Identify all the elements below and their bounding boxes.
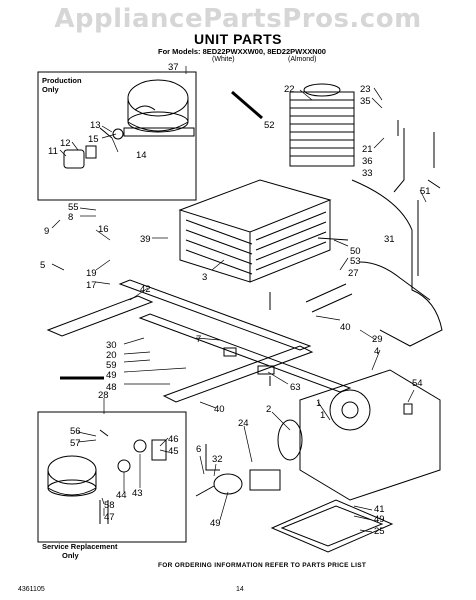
callout-49b: 49 (374, 514, 385, 525)
watermark-text: AppliancePartsPros.com (54, 4, 422, 34)
callout-36: 36 (362, 156, 373, 167)
service-replacement-label-line1: Service Replacement (42, 542, 118, 551)
callout-25: 25 (374, 526, 385, 537)
condenser-illustration (289, 83, 355, 167)
base-frame-illustration (46, 279, 352, 403)
callout-31: 31 (384, 234, 395, 245)
callout-3: 3 (202, 272, 207, 283)
callout-59: 59 (106, 360, 117, 371)
callout-35: 35 (360, 96, 371, 107)
callout-46: 46 (168, 434, 179, 445)
callout-13: 13 (90, 120, 101, 131)
service-compressor-illustration (47, 455, 109, 524)
callout-6: 6 (196, 444, 201, 455)
callout-43: 43 (132, 488, 143, 499)
callout-23: 23 (360, 84, 371, 95)
callout-48: 48 (106, 382, 117, 393)
callout-27: 27 (348, 268, 359, 279)
production-only-label-line1: Production (42, 76, 82, 85)
callout-2: 2 (266, 404, 271, 415)
callout-41: 41 (374, 504, 385, 515)
callout-17: 17 (86, 280, 97, 291)
callout-49: 49 (106, 370, 117, 381)
callout-40b: 40 (214, 404, 225, 415)
callout-4: 4 (374, 346, 379, 357)
callout-55: 55 (68, 202, 79, 213)
callout-1: 1 (316, 398, 321, 409)
callout-54: 54 (412, 378, 423, 389)
fan-motor-assembly-illustration (195, 369, 441, 501)
variant-almond: (Almond) (288, 56, 317, 63)
callout-19: 19 (86, 268, 97, 279)
callout-32: 32 (212, 454, 223, 465)
callout-15: 15 (88, 134, 99, 145)
callout-21: 21 (362, 144, 373, 155)
callout-58: 58 (104, 500, 115, 511)
callout-9: 9 (44, 226, 49, 237)
callout-37: 37 (168, 62, 179, 73)
callout-29: 29 (372, 334, 383, 345)
callout-47: 47 (104, 512, 115, 523)
page-number: 14 (236, 586, 244, 593)
callout-33: 33 (362, 168, 373, 179)
callout-44: 44 (116, 490, 127, 501)
callout-11: 11 (48, 146, 58, 157)
ordering-info-note: FOR ORDERING INFORMATION REFER TO PARTS … (158, 562, 367, 569)
callout-53: 53 (350, 256, 361, 267)
callout-12: 12 (60, 138, 71, 149)
callout-14: 14 (136, 150, 147, 161)
document-number: 4361105 (18, 586, 45, 593)
callout-57: 57 (70, 438, 81, 449)
callout-45: 45 (168, 446, 179, 457)
callout-40: 40 (340, 322, 351, 333)
callout-51: 51 (420, 186, 431, 197)
callout-39: 39 (140, 234, 151, 245)
callout-63: 63 (290, 382, 301, 393)
compressor-illustration (123, 79, 195, 137)
callout-16: 16 (98, 224, 109, 235)
variant-white: (White) (212, 56, 235, 63)
callout-8: 8 (68, 212, 73, 223)
drain-pan (270, 499, 394, 553)
callout-28: 28 (98, 390, 109, 401)
callout-1b: 1 (320, 410, 325, 421)
model-numbers: For Models: 8ED22PWXXW00, 8ED22PWXXN00 (158, 47, 326, 56)
callout-49c: 49 (210, 518, 221, 529)
service-replacement-box (37, 411, 187, 543)
production-only-box (37, 71, 197, 201)
callout-7: 7 (196, 334, 201, 345)
callout-24: 24 (238, 418, 249, 429)
callout-50: 50 (350, 246, 361, 257)
callout-20: 20 (106, 350, 117, 361)
page-title: UNIT PARTS (194, 31, 282, 47)
production-only-label-line2: Only (42, 85, 59, 94)
callout-5: 5 (40, 260, 45, 271)
evaporator-illustration (178, 179, 332, 283)
callout-52: 52 (264, 120, 275, 131)
callout-42: 42 (140, 284, 151, 295)
callout-22: 22 (284, 84, 295, 95)
callout-30: 30 (106, 340, 117, 351)
callout-56: 56 (70, 426, 81, 437)
service-replacement-label-line2: Only (62, 551, 79, 560)
